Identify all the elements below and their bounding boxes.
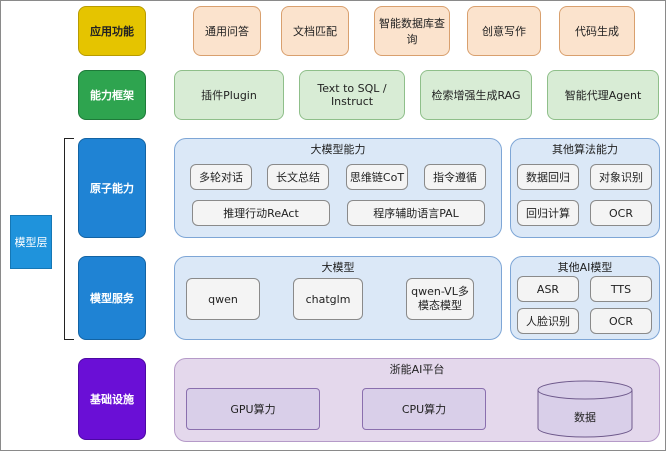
- capability-item-rag: 检索增强生成RAG: [420, 70, 532, 120]
- app-item-code-generation: 代码生成: [559, 6, 635, 56]
- layer-capability-label: 能力框架: [78, 70, 146, 120]
- other-ai-models-tts: TTS: [590, 276, 652, 302]
- platform-data-label: 数据: [574, 411, 596, 424]
- llm-capability-title: 大模型能力: [310, 143, 366, 156]
- app-item-document-match: 文档匹配: [281, 6, 349, 56]
- platform-cpu: CPU算力: [362, 388, 486, 430]
- platform-title: 浙能AI平台: [389, 363, 445, 376]
- llm-capability-multi-turn: 多轮对话: [190, 164, 252, 190]
- layer-model-service-label: 模型服务: [78, 256, 146, 340]
- model-layer-label: 模型层: [10, 215, 52, 269]
- platform-gpu: GPU算力: [186, 388, 320, 430]
- layer-atomic-label: 原子能力: [78, 138, 146, 238]
- llm-qwen-vl: qwen-VL多模态模型: [406, 278, 474, 320]
- llm-capability-react: 推理行动ReAct: [192, 200, 330, 226]
- capability-item-agent: 智能代理Agent: [547, 70, 659, 120]
- llm-capability-pal: 程序辅助语言PAL: [347, 200, 485, 226]
- other-ai-models-face-recognition: 人脸识别: [517, 308, 579, 334]
- other-algorithms-regression-calc: 回归计算: [517, 200, 579, 226]
- other-algorithms-title: 其他算法能力: [552, 143, 618, 156]
- capability-item-text-to-sql: Text to SQL / Instruct: [299, 70, 405, 120]
- llm-capability-cot: 思维链CoT: [346, 164, 408, 190]
- other-algorithms-object-recognition: 对象识别: [590, 164, 652, 190]
- app-item-creative-writing: 创意写作: [467, 6, 541, 56]
- app-item-general-qa: 通用问答: [193, 6, 261, 56]
- platform-data-cylinder: [537, 380, 633, 438]
- capability-item-plugin: 插件Plugin: [174, 70, 284, 120]
- layer-application-label: 应用功能: [78, 6, 146, 56]
- model-layer-bracket: [64, 138, 74, 340]
- llm-capability-instruction: 指令遵循: [424, 164, 486, 190]
- other-ai-models-asr: ASR: [517, 276, 579, 302]
- llm-title: 大模型: [321, 261, 355, 274]
- llm-chatglm: chatglm: [293, 278, 363, 320]
- layer-infrastructure-label: 基础设施: [78, 358, 146, 440]
- llm-capability-summary: 长文总结: [267, 164, 329, 190]
- other-ai-models-title: 其他AI模型: [557, 261, 613, 274]
- app-item-db-query: 智能数据库查询: [374, 6, 450, 56]
- llm-qwen: qwen: [186, 278, 260, 320]
- other-algorithms-data-regression: 数据回归: [517, 164, 579, 190]
- other-algorithms-ocr: OCR: [590, 200, 652, 226]
- database-icon: [537, 380, 633, 438]
- other-ai-models-ocr: OCR: [590, 308, 652, 334]
